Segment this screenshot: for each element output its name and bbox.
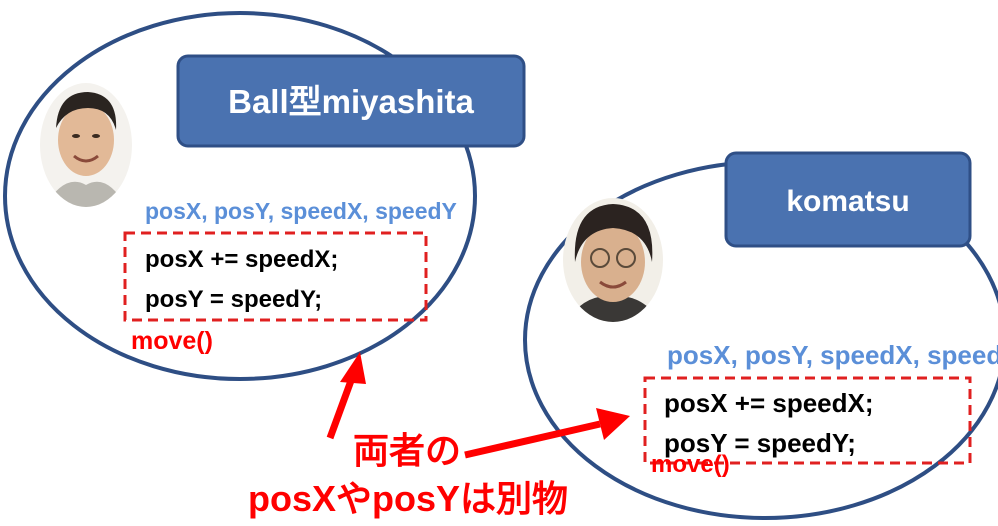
avatar-miyashita xyxy=(40,83,132,207)
code-line: posX += speedX; xyxy=(145,246,338,273)
method-label: move() xyxy=(131,327,213,355)
object-name-box xyxy=(724,151,972,248)
arrow-to-object2 xyxy=(464,420,601,459)
object-komatsu: komatsu posX, posY, speedX, speedY posX … xyxy=(523,151,998,520)
code-line: posY = speedY; xyxy=(145,286,322,313)
object-miyashita: Ball型miyashita posX, posY, speedX, speed… xyxy=(3,11,526,381)
code-line: posY = speedY; xyxy=(664,428,856,458)
annotation-arrows xyxy=(326,352,630,459)
method-body-box xyxy=(643,376,972,465)
object-name-box xyxy=(176,54,526,148)
annotation-line-1: 両者の xyxy=(353,430,461,471)
object-name: Ball型miyashita xyxy=(228,83,474,120)
arrowhead xyxy=(596,408,630,440)
annotation-line-2: posXやposYは別物 xyxy=(248,478,568,519)
method-label: move() xyxy=(651,451,730,478)
field-list: posX, posY, speedX, speedY xyxy=(145,198,457,224)
arrowhead xyxy=(340,352,366,384)
object-name: komatsu xyxy=(786,185,909,218)
arrow-to-object1 xyxy=(326,376,356,440)
code-line: posX += speedX; xyxy=(664,388,874,418)
method-body-box xyxy=(123,231,428,322)
field-list: posX, posY, speedX, speedY xyxy=(667,340,998,370)
